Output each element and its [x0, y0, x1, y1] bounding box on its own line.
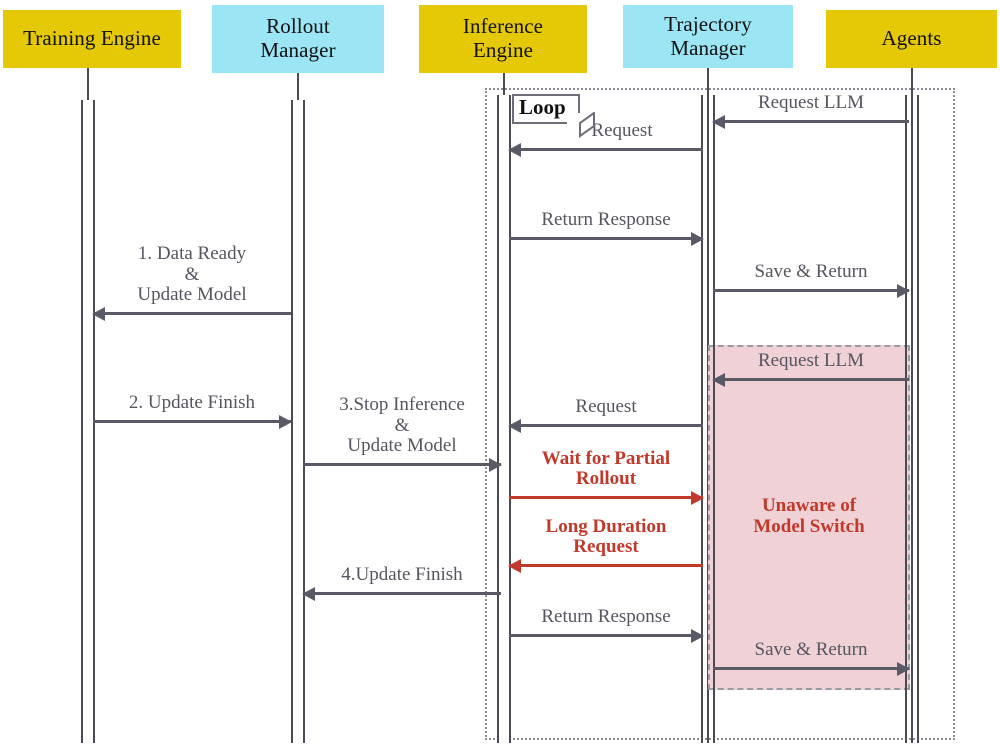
arrow-head-left: [712, 373, 725, 387]
arrow-head-left: [508, 559, 521, 573]
participant-training-engine[interactable]: Training Engine: [3, 10, 181, 68]
arrow-shaft: [303, 463, 501, 466]
unaware-highlight-region: [708, 345, 910, 690]
message-label: Long Duration Request: [545, 515, 667, 558]
arrow-shaft: [509, 564, 703, 567]
participant-label: Rollout Manager: [260, 14, 336, 62]
arrow-shaft: [509, 148, 703, 151]
arrow-head-right: [279, 415, 292, 429]
message-label: Save & Return: [754, 261, 868, 283]
activation-agents: [905, 95, 919, 743]
arrow-head-left: [302, 587, 315, 601]
arrow-shaft: [713, 289, 909, 292]
arrow-head-left: [508, 419, 521, 433]
loop-tag-label: Loop: [519, 95, 566, 119]
message-label: 2. Update Finish: [128, 392, 256, 414]
message-label: Request LLM: [757, 92, 865, 114]
participant-agents[interactable]: Agents: [826, 10, 997, 68]
participant-rollout-manager[interactable]: Rollout Manager: [212, 5, 384, 73]
arrow-head-left: [712, 115, 725, 129]
unaware-highlight-label: Unaware of Model Switch: [753, 495, 865, 538]
arrow-shaft: [509, 496, 703, 499]
loop-frame: [485, 88, 955, 740]
message-label: Request: [575, 396, 637, 418]
arrow-head-right: [489, 458, 502, 472]
participant-label: Trajectory Manager: [664, 11, 752, 60]
arrow-head-right: [691, 491, 704, 505]
participant-trajectory-manager[interactable]: Trajectory Manager: [623, 5, 793, 68]
message-label: 1. Data Ready & Update Model: [137, 243, 247, 306]
message-label: Request: [591, 120, 653, 142]
arrow-head-right: [897, 284, 910, 298]
arrow-shaft: [509, 424, 703, 427]
message-label: 4.Update Finish: [341, 564, 463, 586]
participant-inference-engine[interactable]: Inference Engine: [419, 5, 587, 73]
participant-label: Inference Engine: [462, 14, 544, 62]
arrow-head-right: [691, 629, 704, 643]
message-label: Save & Return: [754, 639, 868, 661]
arrow-head-right: [897, 662, 910, 676]
activation-rollout-manager: [291, 100, 305, 743]
lifeline-agents: [911, 68, 913, 743]
arrow-head-left: [92, 307, 105, 321]
message-label: Return Response: [541, 209, 671, 231]
participant-label: Agents: [881, 26, 942, 51]
arrow-shaft: [713, 667, 909, 670]
arrow-shaft: [509, 634, 703, 637]
message-label: Request LLM: [757, 350, 865, 372]
message-label: Wait for Partial Rollout: [541, 447, 671, 490]
participant-label: Training Engine: [23, 26, 161, 51]
arrow-head-left: [508, 143, 521, 157]
arrow-shaft: [303, 592, 501, 595]
arrow-shaft: [713, 120, 909, 123]
message-label: Return Response: [541, 606, 671, 628]
loop-fold-icon: [567, 112, 595, 138]
arrow-shaft: [93, 420, 291, 423]
loop-tag: Loop: [512, 94, 580, 124]
message-label: 3.Stop Inference & Update Model: [339, 394, 465, 457]
arrow-shaft: [509, 237, 703, 240]
arrow-shaft: [93, 312, 291, 315]
activation-trajectory-manager: [701, 95, 715, 743]
arrow-head-right: [691, 232, 704, 246]
arrow-shaft: [713, 378, 909, 381]
